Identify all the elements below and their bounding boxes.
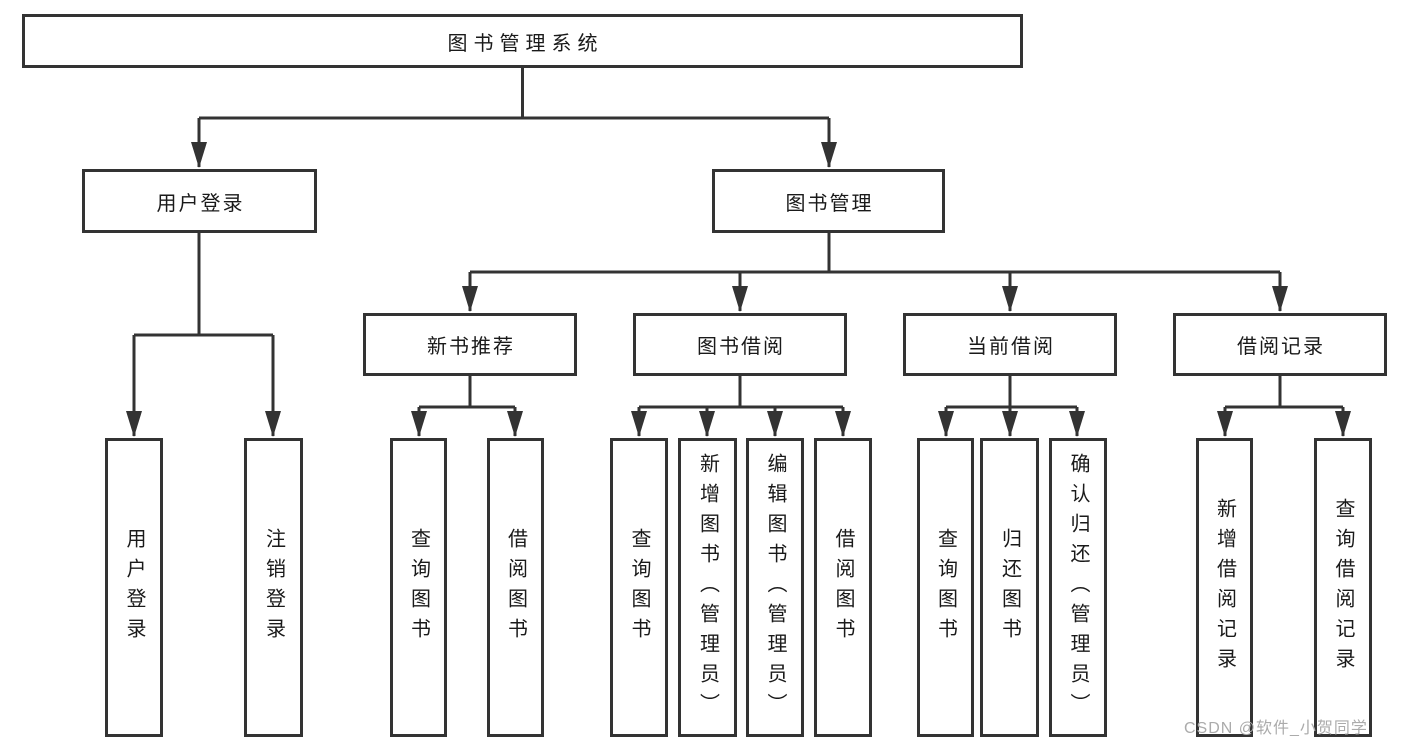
leaf-edit-book-admin: 编辑图书（管理员） [746,438,804,737]
node-borrow-records: 借阅记录 [1173,313,1387,376]
node-root-label: 图书管理系统 [447,32,604,55]
node-current-borrow: 当前借阅 [903,313,1117,376]
node-book-borrow-label: 图书借阅 [697,336,785,358]
leaf-query-borrow-record-label: 查询借阅记录 [1332,497,1354,678]
leaf-query-borrow-record: 查询借阅记录 [1314,438,1372,737]
node-current-borrow-label: 当前借阅 [967,336,1055,358]
leaf-add-book-admin-label: 新增图书（管理员） [696,452,719,723]
node-user-login-label: 用户登录 [156,192,245,215]
node-borrow-records-label: 借阅记录 [1237,336,1325,358]
leaf-confirm-return-admin: 确认归还（管理员） [1049,438,1107,737]
leaf-borrow-book-recommend: 借阅图书 [487,438,544,737]
leaf-query-book-current-label: 查询图书 [934,527,957,648]
leaf-logout: 注销登录 [244,438,303,737]
leaf-borrow-book-label: 借阅图书 [832,527,854,648]
leaf-borrow-book: 借阅图书 [814,438,872,737]
node-user-login: 用户登录 [82,169,317,233]
leaf-confirm-return-admin-label: 确认归还（管理员） [1067,452,1089,723]
leaf-borrow-book-recommend-label: 借阅图书 [504,527,527,648]
leaf-edit-book-admin-label: 编辑图书（管理员） [764,452,786,723]
leaf-return-book: 归还图书 [980,438,1039,737]
node-book-management-label: 图书管理 [785,192,874,215]
leaf-logout-label: 注销登录 [262,527,285,648]
node-book-management: 图书管理 [712,169,945,233]
node-root: 图书管理系统 [22,14,1023,68]
leaf-query-book-recommend: 查询图书 [390,438,447,737]
leaf-query-book-borrow-label: 查询图书 [628,527,650,648]
leaf-add-book-admin: 新增图书（管理员） [678,438,737,737]
node-book-borrow: 图书借阅 [633,313,847,376]
leaf-query-book-current: 查询图书 [917,438,974,737]
leaf-add-borrow-record: 新增借阅记录 [1196,438,1253,737]
node-new-book-recommend-label: 新书推荐 [427,336,515,358]
leaf-user-login-label: 用户登录 [123,527,145,648]
node-new-book-recommend: 新书推荐 [363,313,577,376]
csdn-watermark: CSDN @软件_小贺同学 [1184,720,1368,737]
leaf-return-book-label: 归还图书 [998,527,1021,648]
leaf-query-book-borrow: 查询图书 [610,438,668,737]
leaf-add-borrow-record-label: 新增借阅记录 [1213,497,1236,678]
leaf-query-book-recommend-label: 查询图书 [407,527,430,648]
leaf-user-login: 用户登录 [105,438,163,737]
